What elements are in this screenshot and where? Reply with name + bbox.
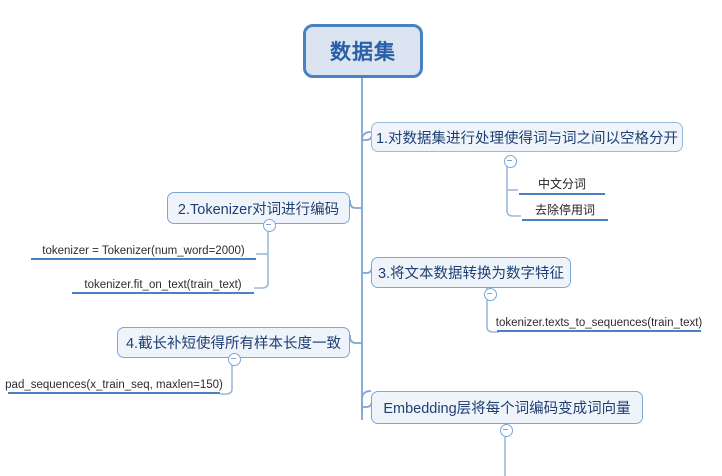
leaf-node-1-1[interactable]: 中文分词 bbox=[519, 175, 605, 195]
leaf-label-4-1: pad_sequences(x_train_seq, maxlen=150) bbox=[5, 379, 223, 391]
leaf-node-2-2[interactable]: tokenizer.fit_on_text(train_text) bbox=[72, 274, 254, 294]
leaf-label-1-2: 去除停用词 bbox=[534, 203, 595, 217]
collapse-toggle-icon-branch-1[interactable] bbox=[504, 155, 517, 168]
root-label: 数据集 bbox=[330, 41, 396, 64]
branch-label-5: Embedding层将每个词编码变成词向量 bbox=[383, 401, 631, 417]
collapse-toggle-icon-branch-3[interactable] bbox=[484, 288, 497, 301]
collapse-toggle-icon-branch-5[interactable] bbox=[500, 424, 513, 437]
collapse-toggle-icon-branch-2[interactable] bbox=[263, 219, 276, 232]
branch-node-2[interactable]: 2.Tokenizer对词进行编码 bbox=[167, 192, 350, 224]
leaf-label-2-2: tokenizer.fit_on_text(train_text) bbox=[84, 279, 242, 291]
branch-label-4: 4.截长补短使得所有样本长度一致 bbox=[125, 336, 342, 352]
leaf-label-2-1: tokenizer = Tokenizer(num_word=2000) bbox=[42, 245, 245, 257]
branch-label-1: 1.对数据集进行处理使得词与词之间以空格分开 bbox=[375, 130, 679, 147]
leaf-label-1-1: 中文分词 bbox=[537, 177, 586, 191]
leaf-node-2-1[interactable]: tokenizer = Tokenizer(num_word=2000) bbox=[31, 240, 256, 260]
leaf-node-4-1[interactable]: pad_sequences(x_train_seq, maxlen=150) bbox=[5, 374, 223, 394]
mindmap-root-node[interactable]: 数据集 bbox=[303, 24, 423, 78]
branch-label-3: 3.将文本数据转换为数字特征 bbox=[377, 266, 565, 282]
branch-node-5[interactable]: Embedding层将每个词编码变成词向量 bbox=[371, 391, 643, 424]
leaf-node-1-2[interactable]: 去除停用词 bbox=[522, 201, 608, 221]
branch-node-4[interactable]: 4.截长补短使得所有样本长度一致 bbox=[117, 327, 350, 358]
leaf-node-3-1[interactable]: tokenizer.texts_to_sequences(train_text) bbox=[495, 312, 703, 332]
leaf-label-3-1: tokenizer.texts_to_sequences(train_text) bbox=[495, 317, 703, 329]
collapse-toggle-icon-branch-4[interactable] bbox=[228, 353, 241, 366]
branch-node-1[interactable]: 1.对数据集进行处理使得词与词之间以空格分开 bbox=[371, 122, 683, 152]
branch-label-2: 2.Tokenizer对词进行编码 bbox=[177, 201, 340, 218]
branch-node-3[interactable]: 3.将文本数据转换为数字特征 bbox=[371, 257, 571, 288]
